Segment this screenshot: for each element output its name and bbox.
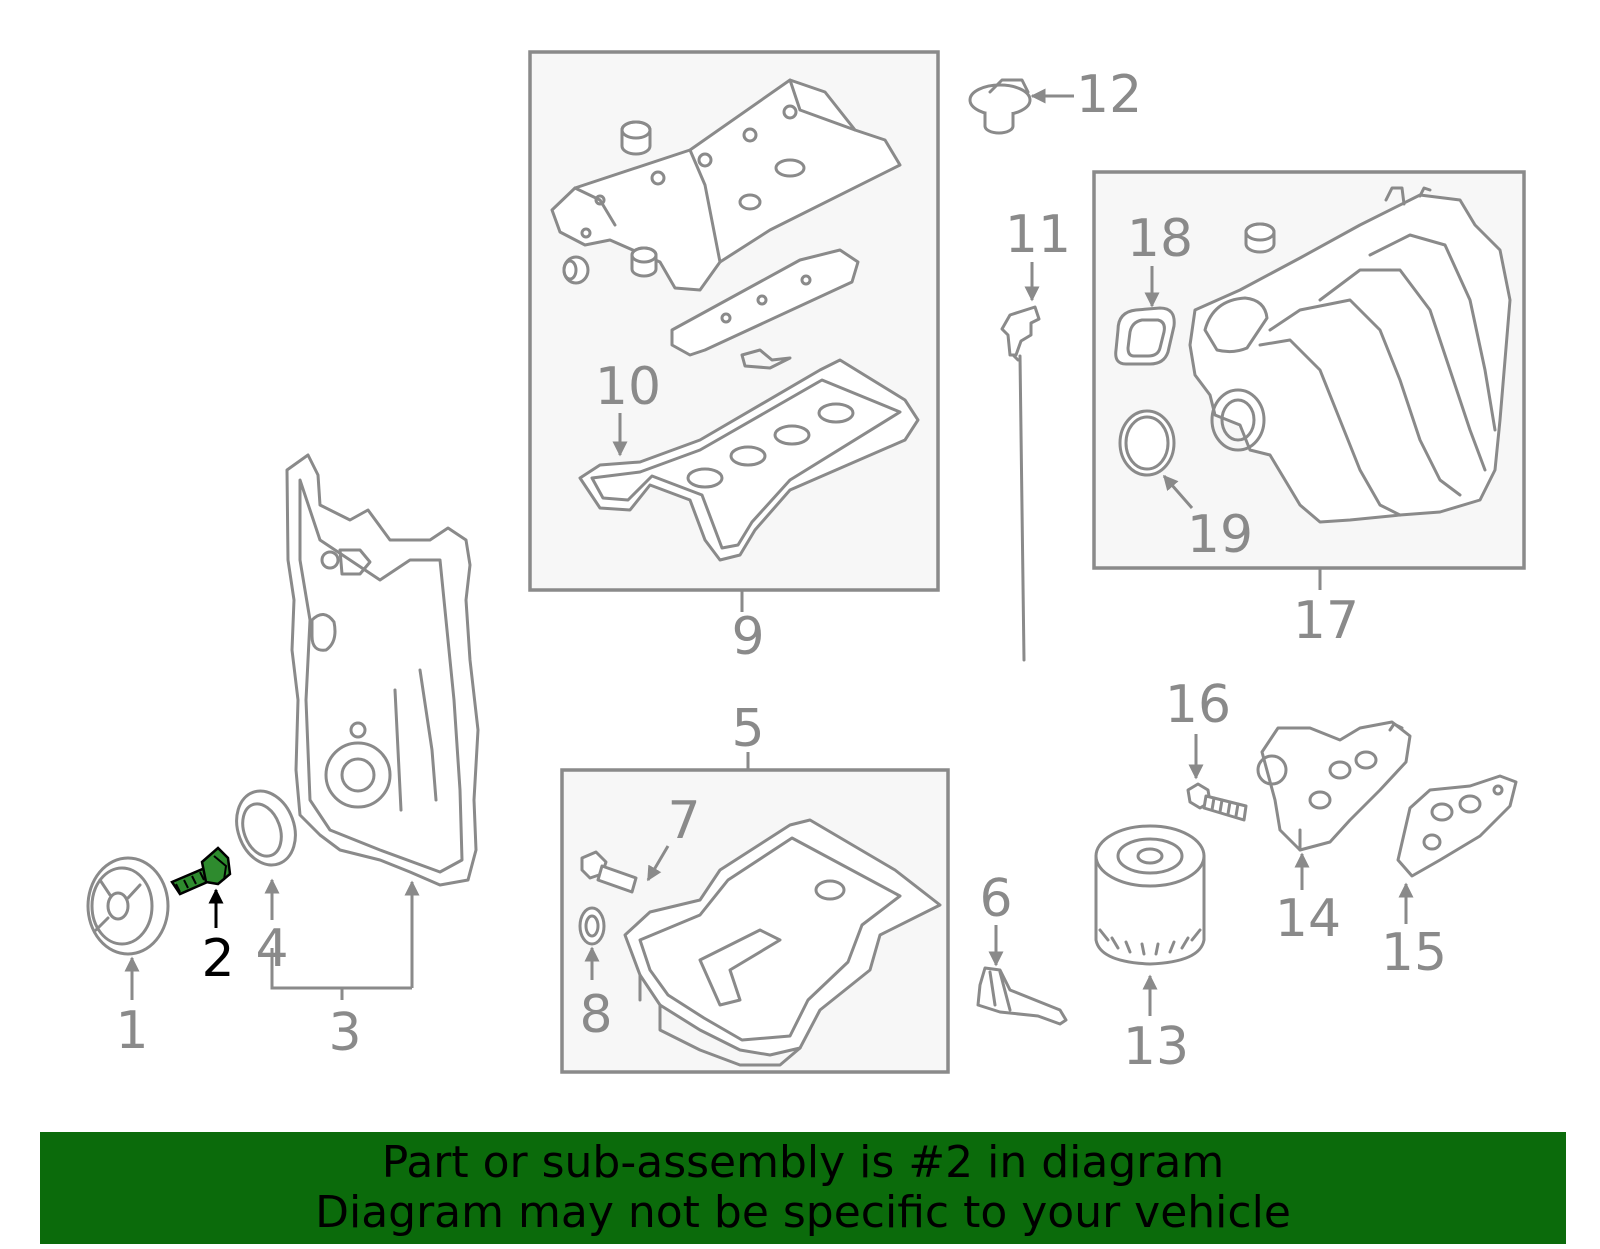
- callout-17[interactable]: 17: [1293, 591, 1359, 651]
- callout-18[interactable]: 18: [1127, 209, 1193, 269]
- callout-7[interactable]: 7: [667, 791, 700, 851]
- oil-pan-box: [560, 752, 950, 1074]
- callout-9[interactable]: 9: [731, 607, 764, 667]
- adapter-gasket-part: [1396, 774, 1518, 924]
- crank-bolt-part: [170, 846, 232, 928]
- valve-cover-box: [528, 50, 940, 612]
- callout-3[interactable]: 3: [328, 1003, 361, 1063]
- timing-cover-part: [270, 453, 480, 1000]
- banner-line-2: Diagram may not be specific to your vehi…: [315, 1187, 1291, 1238]
- crank-pulley-part: [86, 856, 170, 1000]
- callout-10[interactable]: 10: [595, 357, 661, 417]
- callout-6[interactable]: 6: [979, 869, 1012, 929]
- banner-line-1: Part or sub-assembly is #2 in diagram: [381, 1137, 1225, 1188]
- info-banner: Part or sub-assembly is #2 in diagram Di…: [40, 1132, 1566, 1244]
- callout-2[interactable]: 2: [201, 929, 234, 989]
- callout-16[interactable]: 16: [1165, 675, 1231, 735]
- callout-19[interactable]: 19: [1187, 505, 1253, 565]
- callout-5[interactable]: 5: [731, 699, 764, 759]
- callout-12[interactable]: 12: [1076, 65, 1142, 125]
- callout-1[interactable]: 1: [115, 1001, 148, 1061]
- adapter-bolt-part: [1186, 734, 1248, 822]
- callout-8[interactable]: 8: [579, 985, 612, 1045]
- callout-15[interactable]: 15: [1381, 923, 1447, 983]
- oil-filter-adapter-part: [1256, 720, 1412, 890]
- oil-dipstick-part: [1000, 262, 1041, 662]
- callout-11[interactable]: 11: [1005, 205, 1071, 265]
- callout-labels: 1 2 3 4 5 6 7 8 9 10 11 12 13 14 15 16 1…: [115, 65, 1447, 1077]
- oil-strainer-part: [976, 925, 1068, 1026]
- intake-manifold-box: [1092, 170, 1526, 590]
- oil-filter-part: [1094, 824, 1206, 1016]
- callout-4[interactable]: 4: [255, 919, 288, 979]
- crank-seal-part: [235, 789, 297, 920]
- oil-filler-cap-part: [968, 78, 1074, 135]
- callout-13[interactable]: 13: [1123, 1017, 1189, 1077]
- callout-14[interactable]: 14: [1275, 889, 1341, 949]
